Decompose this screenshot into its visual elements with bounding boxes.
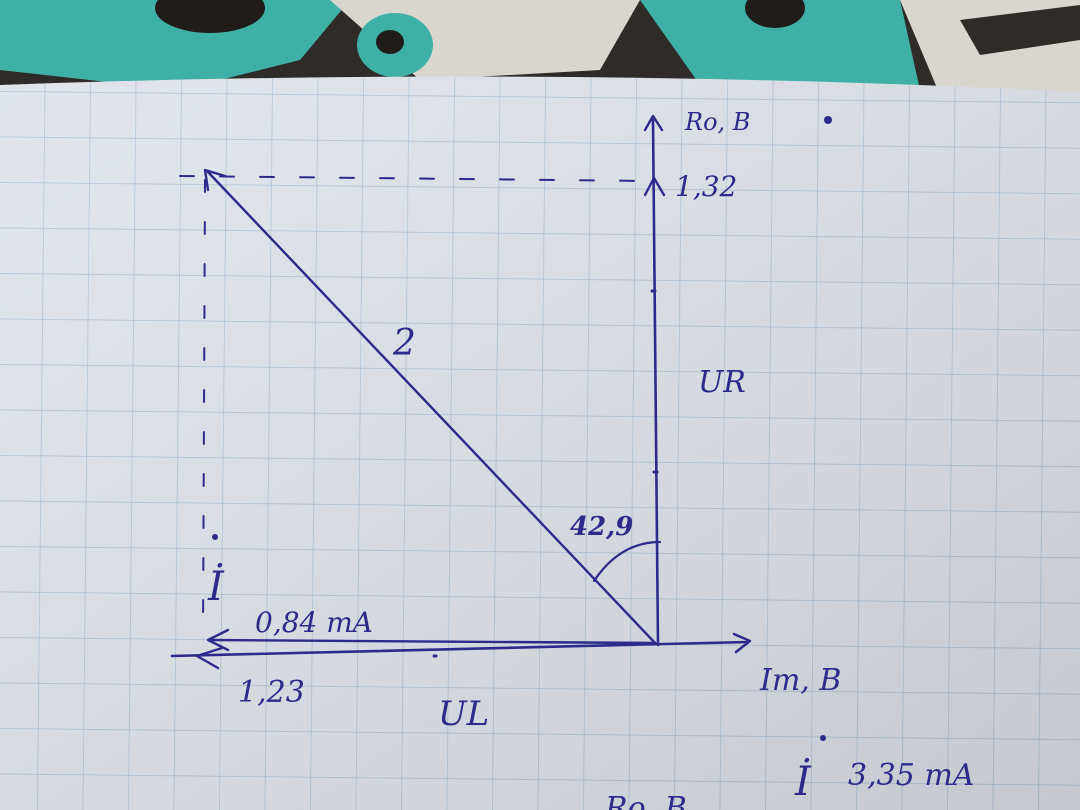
vertical-axis-label: Ro, B [684,108,750,136]
bottom-partial-label: Ro, B [604,791,687,810]
current-symbol-label: İ [207,563,225,610]
hypotenuse-vector [206,170,658,646]
horizontal-vector-label: UL [438,694,489,734]
current-value-label: 0,84 mA [255,606,373,639]
bottom-current-value-label: 3,35 mA [848,758,974,793]
current-vector-arrowhead [206,628,230,652]
left-arrowhead [195,646,224,670]
horizontal-axis-label: Im, B [759,663,841,698]
vertical-axis [651,118,660,647]
horizontal-axis-arrowhead [732,632,752,654]
left-value-label: 1,23 [238,675,305,710]
angle-label: 42,9 [570,512,633,542]
vertical-vector-arrowhead [643,176,666,197]
hypotenuse-arrowhead [203,168,227,192]
ink-dot [824,116,832,124]
ink-dot [212,534,218,540]
dashed-vertical-line [202,179,206,641]
phasor-diagram [170,114,752,670]
vertical-vector-label: UR [698,365,746,400]
graph-paper [0,76,1080,810]
current-vector [208,638,657,645]
fabric-background [0,0,1080,110]
vertical-axis-arrowhead [643,114,664,132]
angle-arc [592,540,662,583]
handwritten-labels: Ro, B 1,32 2 UR 42,9 İ 0,84 mA 1,23 UL I… [207,108,974,810]
bottom-current-symbol-label: İ [794,758,812,805]
top-value-label: 1,32 [675,170,737,203]
ink-dot [820,735,826,741]
hypotenuse-value-label: 2 [392,323,416,364]
horizontal-axis [170,640,750,658]
